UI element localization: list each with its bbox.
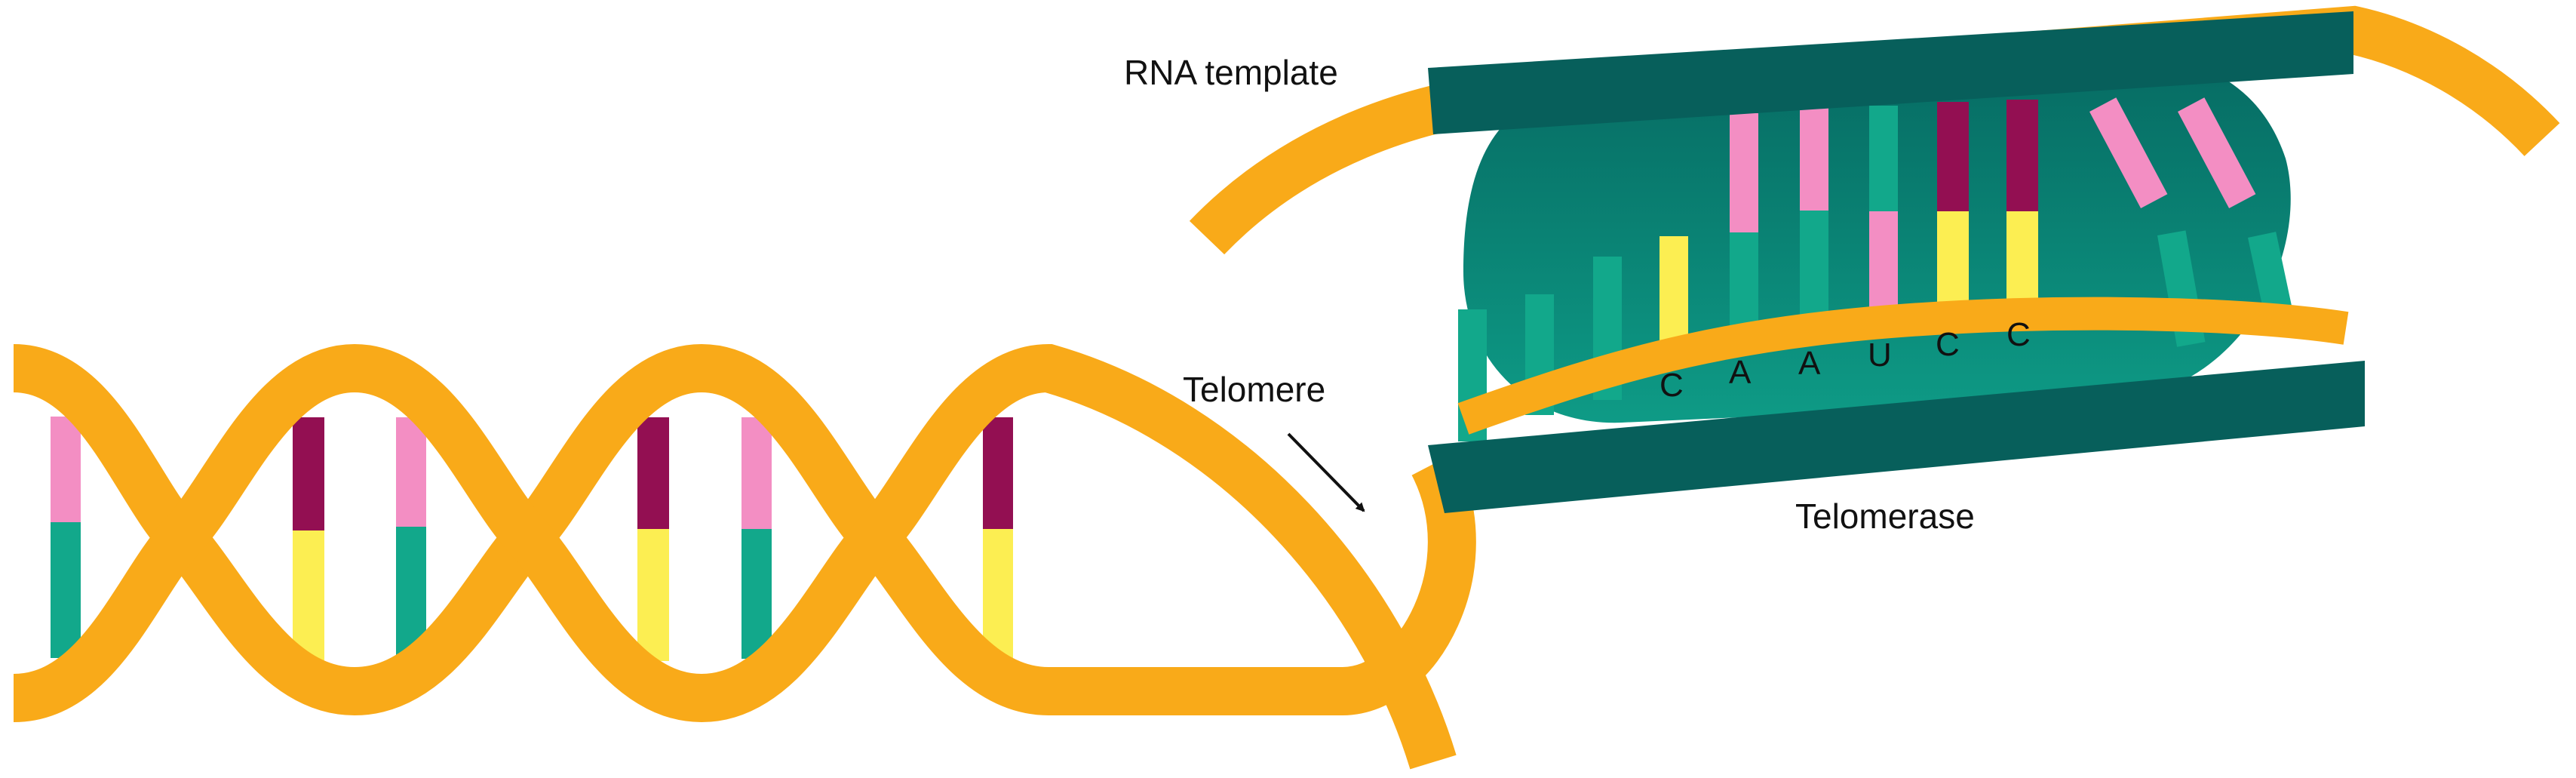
dna-double-helix (11, 343, 1476, 770)
telomerase-enzyme: C A A U C C (1189, 5, 2560, 513)
base-pink (2178, 97, 2256, 209)
base-yellow (293, 530, 324, 660)
telomerase-bottom-bar (1428, 361, 2365, 513)
template-base-letter: C (2006, 316, 2031, 353)
dna-backbone-strand (12, 343, 1457, 770)
telomere-arrow (1287, 432, 1365, 512)
base-maroon (2006, 100, 2038, 211)
base-teal (51, 522, 81, 658)
base-pink (51, 417, 81, 522)
base-yellow (637, 529, 669, 661)
template-base-letter: C (1936, 326, 1960, 363)
base-yellow (2006, 211, 2038, 309)
dna-base-pairs (51, 417, 1013, 663)
template-base-letter: C (1660, 367, 1684, 404)
base-teal (1869, 106, 1898, 211)
base-teal (741, 529, 772, 659)
base-yellow (1937, 211, 1969, 313)
template-base-letters: C A A U C C (1660, 316, 2031, 404)
base-maroon (637, 417, 669, 529)
base-maroon (293, 417, 324, 530)
telomere-label: Telomere (1183, 370, 1325, 409)
base-maroon (1937, 102, 1969, 211)
rna-template-label: RNA template (1124, 53, 1338, 92)
telomerase-top-bar (1428, 11, 2353, 134)
template-base-letter: A (1729, 354, 1752, 391)
base-maroon (983, 417, 1013, 529)
base-pink (2089, 97, 2168, 209)
telomerase-label: Telomerase (1795, 497, 1975, 536)
dna-backbone-strand (11, 343, 1476, 716)
template-base-letter: U (1868, 337, 1892, 374)
base-pink (396, 417, 426, 527)
template-base-letter: A (1798, 345, 1821, 382)
base-pink (1730, 113, 1758, 232)
base-pink (1800, 108, 1828, 211)
base-teal (396, 527, 426, 657)
base-pink (741, 417, 772, 529)
telomere-extension-strand (1457, 297, 2349, 435)
